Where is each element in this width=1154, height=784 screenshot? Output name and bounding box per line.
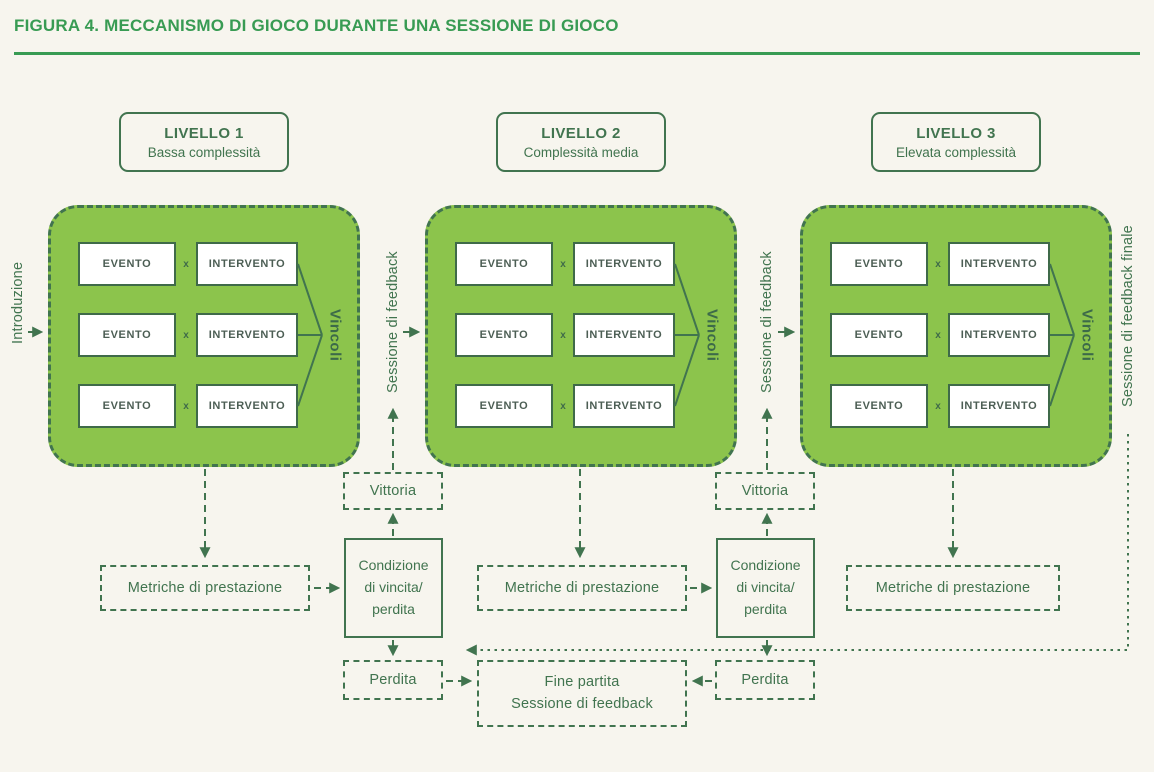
- event-box: EVENTO: [78, 242, 176, 286]
- constraints-label: Vincoli: [703, 308, 721, 362]
- level-2-complexity: Complessità media: [523, 144, 639, 160]
- level-1-complexity: Bassa complessità: [147, 144, 261, 160]
- feedback-session-label-1: Sessione di feedback: [385, 251, 401, 394]
- intervention-box: INTERVENTO: [573, 242, 675, 286]
- level-2-name: LIVELLO 2: [541, 124, 621, 142]
- level-3-complexity: Elevata complessità: [895, 144, 1017, 160]
- times-connector: x: [935, 329, 941, 341]
- feedback-session-label-2: Sessione di feedback: [759, 251, 775, 394]
- metrics-box-2: Metriche di prestazione: [477, 565, 687, 611]
- loss-box-2: Perdita: [715, 660, 815, 700]
- times-connector: x: [183, 400, 189, 412]
- intervention-box: INTERVENTO: [196, 313, 298, 357]
- metrics-box-3: Metriche di prestazione: [846, 565, 1060, 611]
- intervention-box: INTERVENTO: [948, 384, 1050, 428]
- level-1-session-box: EVENTO x INTERVENTO EVENTO x INTERVENTO …: [48, 205, 360, 467]
- figure-title: FIGURA 4. MECCANISMO DI GIOCO DURANTE UN…: [14, 16, 619, 35]
- level-3-header: LIVELLO 3 Elevata complessità: [871, 112, 1041, 172]
- event-box: EVENTO: [830, 242, 928, 286]
- times-connector: x: [560, 329, 566, 341]
- victory-box-1: Vittoria: [343, 472, 443, 510]
- intervention-box: INTERVENTO: [573, 313, 675, 357]
- event-box: EVENTO: [455, 384, 553, 428]
- game-end-line-2: Sessione di feedback: [511, 695, 653, 712]
- times-connector: x: [560, 400, 566, 412]
- event-box: EVENTO: [78, 384, 176, 428]
- event-box: EVENTO: [455, 313, 553, 357]
- times-connector: x: [183, 329, 189, 341]
- intervention-box: INTERVENTO: [196, 242, 298, 286]
- metrics-box-1: Metriche di prestazione: [100, 565, 310, 611]
- title-divider: [14, 52, 1140, 55]
- game-end-box: Fine partita Sessione di feedback: [477, 660, 687, 727]
- times-connector: x: [935, 400, 941, 412]
- level-1-name: LIVELLO 1: [164, 124, 244, 142]
- times-connector: x: [183, 258, 189, 270]
- page-bottom-strip: [0, 772, 1154, 784]
- final-feedback-session-label: Sessione di feedback finale: [1120, 225, 1136, 407]
- level-3-name: LIVELLO 3: [916, 124, 996, 142]
- victory-box-2: Vittoria: [715, 472, 815, 510]
- win-loss-condition-box-2: Condizione di vincita/ perdita: [716, 538, 815, 638]
- intervention-box: INTERVENTO: [948, 313, 1050, 357]
- times-connector: x: [935, 258, 941, 270]
- event-box: EVENTO: [830, 384, 928, 428]
- win-loss-condition-box-1: Condizione di vincita/ perdita: [344, 538, 443, 638]
- loss-box-1: Perdita: [343, 660, 443, 700]
- introduction-label: Introduzione: [10, 261, 26, 344]
- event-box: EVENTO: [455, 242, 553, 286]
- level-3-session-box: EVENTO x INTERVENTO EVENTO x INTERVENTO …: [800, 205, 1112, 467]
- level-1-header: LIVELLO 1 Bassa complessità: [119, 112, 289, 172]
- constraints-label: Vincoli: [326, 308, 344, 362]
- event-box: EVENTO: [830, 313, 928, 357]
- intervention-box: INTERVENTO: [196, 384, 298, 428]
- intervention-box: INTERVENTO: [573, 384, 675, 428]
- game-end-line-1: Fine partita: [544, 673, 620, 690]
- constraints-label: Vincoli: [1078, 308, 1096, 362]
- intervention-box: INTERVENTO: [948, 242, 1050, 286]
- times-connector: x: [560, 258, 566, 270]
- level-2-session-box: EVENTO x INTERVENTO EVENTO x INTERVENTO …: [425, 205, 737, 467]
- level-2-header: LIVELLO 2 Complessità media: [496, 112, 666, 172]
- event-box: EVENTO: [78, 313, 176, 357]
